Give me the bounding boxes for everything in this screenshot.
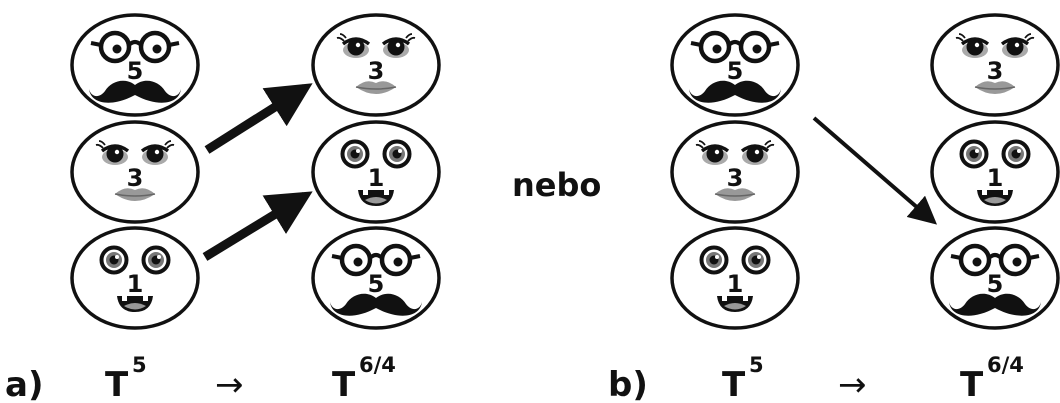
face-number: 1 <box>127 270 144 298</box>
panel-a-left-face-glasses-mustache: 5 <box>70 13 200 117</box>
panel-a-right-face-round-eyes-smile: 1 <box>311 120 441 224</box>
panel-b-to-sup: 6/4 <box>987 353 1024 377</box>
panel-b-right-face-glasses-mustache: 5 <box>930 226 1060 330</box>
movement-arrow-1-up <box>202 191 313 261</box>
panel-a-left-face-round-eyes-smile: 1 <box>70 226 200 330</box>
face-number: 5 <box>727 57 744 85</box>
face-number: 3 <box>127 164 144 192</box>
panel-a-right-face-lashes-lips: 3 <box>311 13 441 117</box>
panel-b-right-face-round-eyes-smile: 1 <box>930 120 1060 224</box>
panel-a-to-symbol: T <box>332 365 356 403</box>
connector-word: nebo <box>512 166 601 204</box>
panel-a-arrow: → <box>215 365 244 403</box>
face-outline <box>930 13 1060 117</box>
panel-b-to-symbol: T <box>960 365 984 403</box>
face-outline <box>70 120 200 224</box>
face-number: 1 <box>987 164 1004 192</box>
face-number: 1 <box>727 270 744 298</box>
face-number: 3 <box>368 57 385 85</box>
panel-b-left-face-round-eyes-smile: 1 <box>670 226 800 330</box>
face-number: 5 <box>127 57 144 85</box>
panel-a-from-sup: 5 <box>132 353 147 377</box>
face-number: 3 <box>727 164 744 192</box>
face-outline <box>670 120 800 224</box>
panel-a-left-face-lashes-lips: 3 <box>70 120 200 224</box>
movement-arrow-3-up <box>204 83 313 154</box>
panel-b-arrow: → <box>838 365 867 403</box>
face-number: 3 <box>987 57 1004 85</box>
face-number: 5 <box>987 270 1004 298</box>
movement-arrow-5-down <box>812 116 938 225</box>
faces-layer: 5 3 1 3 1 5 5 3 1 3 1 5 <box>70 13 1060 330</box>
panel-a-from-symbol: T <box>105 365 129 403</box>
face-number: 1 <box>368 164 385 192</box>
panel-b-label: b) <box>608 365 648 403</box>
panel-b-right-face-lashes-lips: 3 <box>930 13 1060 117</box>
panel-a-right-face-glasses-mustache: 5 <box>311 226 441 330</box>
face-outline <box>311 13 441 117</box>
panel-b-from-sup: 5 <box>749 353 764 377</box>
panel-a-to-sup: 6/4 <box>359 353 396 377</box>
panel-a-label: a) <box>5 365 43 403</box>
panel-b-left-face-glasses-mustache: 5 <box>670 13 800 117</box>
panel-b-left-face-lashes-lips: 3 <box>670 120 800 224</box>
panel-b-from-symbol: T <box>722 365 746 403</box>
face-number: 5 <box>368 270 385 298</box>
